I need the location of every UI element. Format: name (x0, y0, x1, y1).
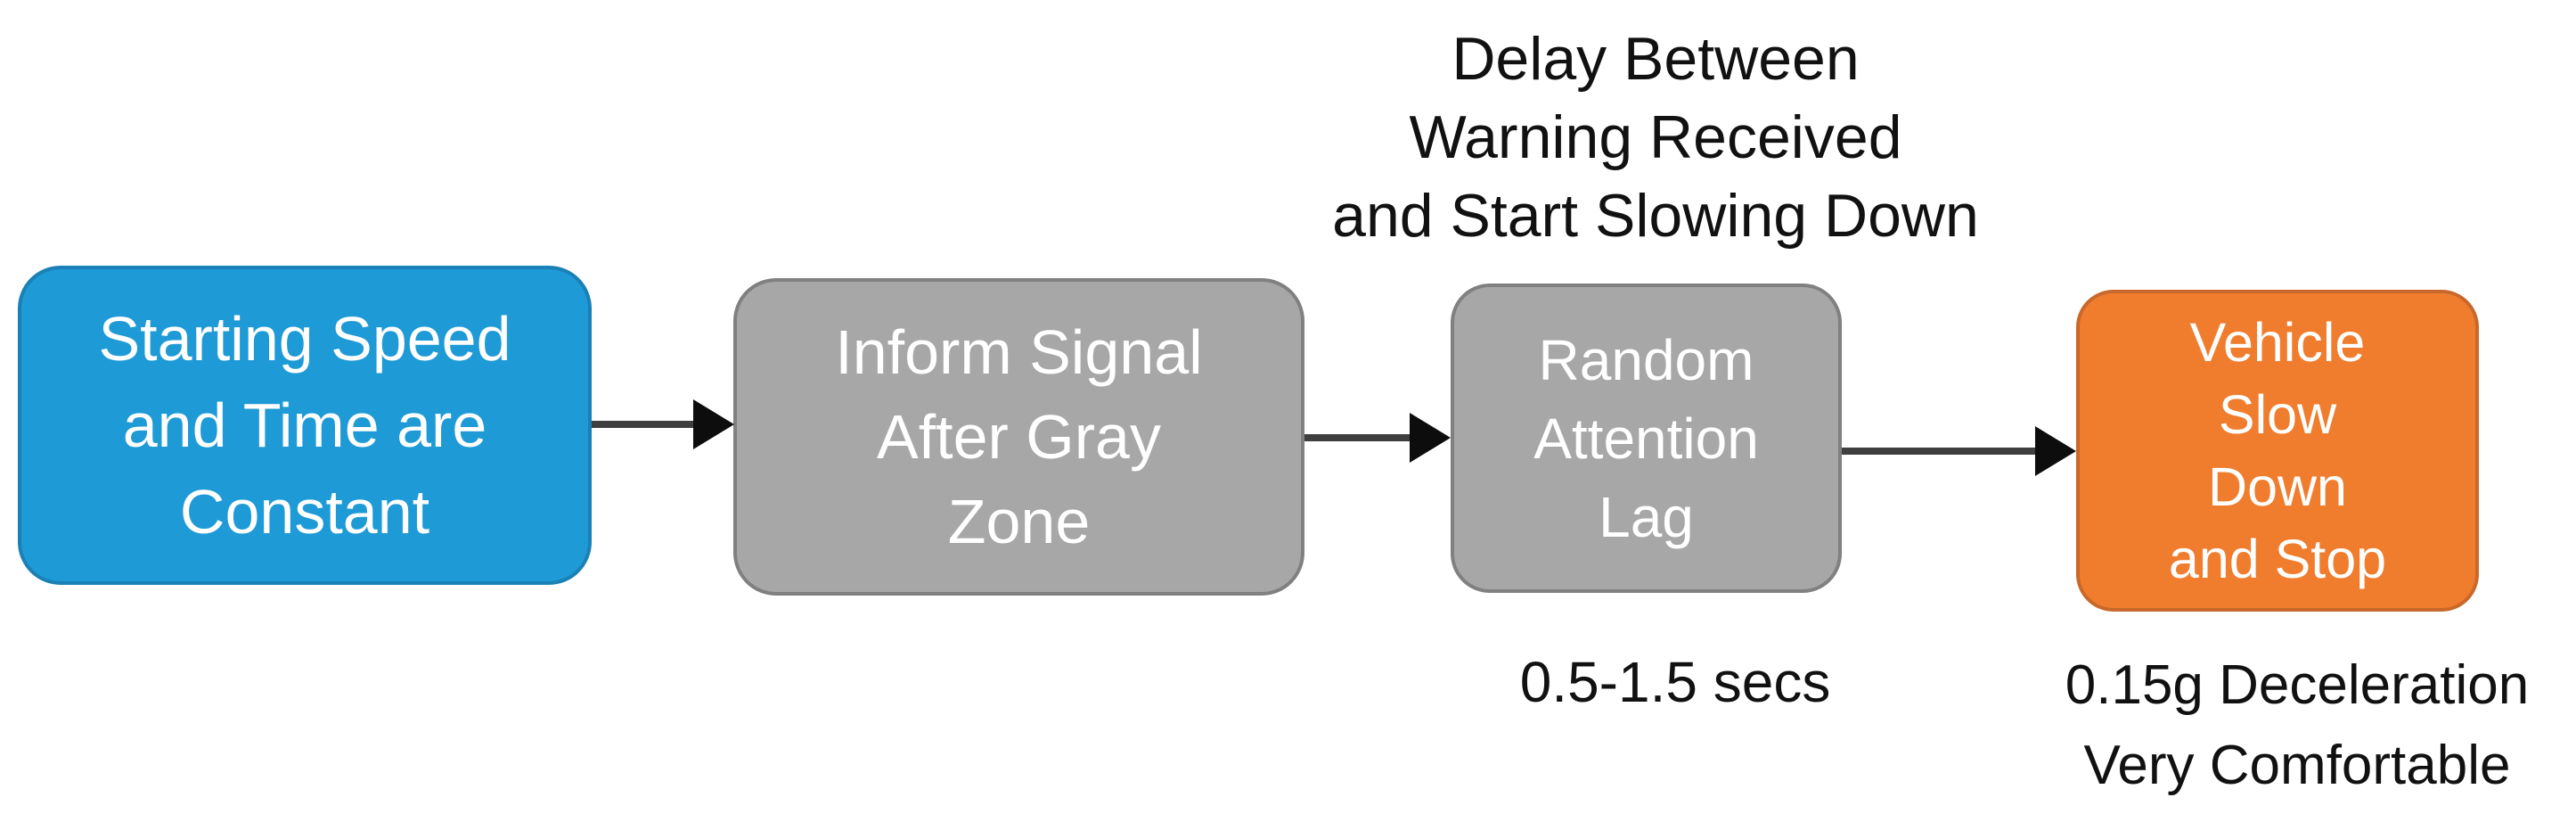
delay-annotation: Delay Between Warning Received and Start… (1299, 20, 2012, 255)
node-vehicle-slow-down-line-2: Slow (2218, 383, 2337, 445)
node-inform-signal: Inform Signal After Gray Zone (733, 278, 1304, 596)
arrow-line (1304, 434, 1415, 441)
node-starting-speed: Starting Speed and Time are Constant (18, 266, 592, 585)
node-inform-signal-line-3: Zone (947, 486, 1091, 556)
node-starting-speed-line-3: Constant (179, 476, 430, 547)
node-inform-signal-line-2: After Gray (877, 401, 1161, 472)
node-starting-speed-line-2: and Time are (122, 390, 487, 460)
node-starting-speed-line-1: Starting Speed (98, 303, 511, 374)
node-random-attention-lag-line-3: Lag (1599, 484, 1694, 549)
arrow-right-icon (2035, 426, 2076, 476)
node-random-attention-lag-line-2: Attention (1533, 406, 1759, 471)
deceleration-annotation-line-1: 0.15g Deceleration (2065, 654, 2530, 716)
node-vehicle-slow-down-line-3: Down (2208, 456, 2347, 517)
node-vehicle-slow-down-line-1: Vehicle (2189, 311, 2366, 373)
deceleration-annotation-line-2: Very Comfortable (2083, 735, 2511, 796)
delay-annotation-line-1: Delay Between (1452, 25, 1860, 93)
deceleration-annotation: 0.15g Deceleration Very Comfortable (2012, 645, 2576, 806)
arrow-right-icon (693, 399, 734, 449)
delay-annotation-line-3: and Start Slowing Down (1332, 182, 1979, 250)
node-vehicle-slow-down: Vehicle Slow Down and Stop (2076, 290, 2479, 612)
attention-lag-duration-annotation: 0.5-1.5 secs (1519, 650, 1831, 714)
node-random-attention-lag: Random Attention Lag (1451, 284, 1842, 593)
node-inform-signal-line-1: Inform Signal (835, 316, 1203, 387)
delay-annotation-line-2: Warning Received (1409, 103, 1902, 171)
arrow-line (592, 421, 700, 428)
arrow-right-icon (1410, 413, 1451, 463)
node-vehicle-slow-down-line-4: and Stop (2168, 528, 2387, 589)
arrow-line (1842, 448, 2041, 455)
node-random-attention-lag-line-1: Random (1538, 327, 1754, 392)
